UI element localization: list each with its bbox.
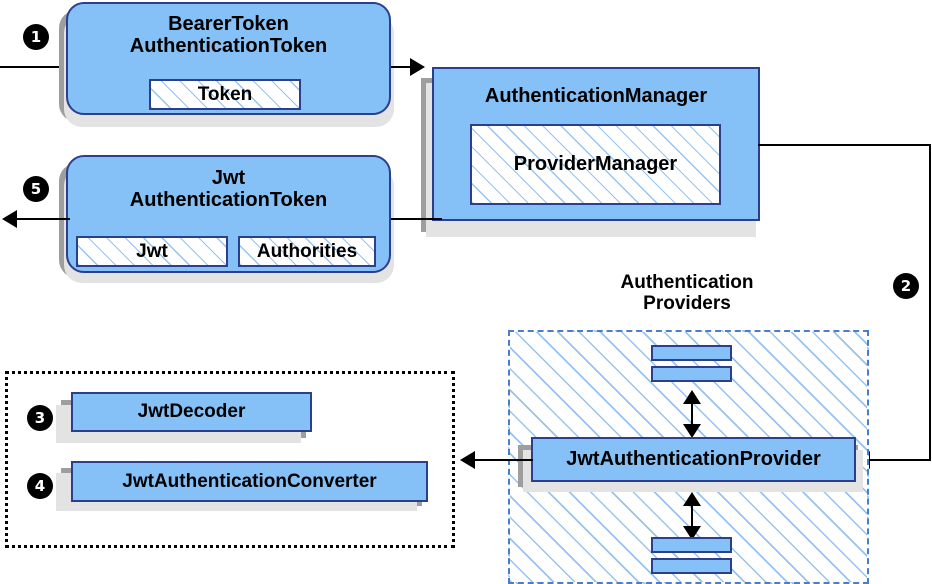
provider-stack-bar-top-1 xyxy=(651,345,732,361)
connector-bearer-to-manager xyxy=(391,66,415,68)
step-marker-3: 3 xyxy=(27,405,53,431)
providers-group-title: Authentication Providers xyxy=(620,271,754,314)
node-jwt-decoder[interactable] xyxy=(71,392,312,432)
connector-provider-link-top xyxy=(691,396,693,426)
connector-provider-link-bottom xyxy=(691,498,693,528)
step-marker-5: 5 xyxy=(23,176,49,202)
arrowhead-provider-link-bottom-down xyxy=(683,526,701,540)
authentication-manager-inner-provider-manager-box xyxy=(470,124,721,205)
node-jwt-authentication-converter[interactable] xyxy=(71,461,428,502)
provider-stack-bar-bottom-1 xyxy=(651,537,732,553)
jwt-token-inner-authorities-box xyxy=(238,236,376,267)
node-jwt-authentication-provider[interactable] xyxy=(531,437,856,482)
jwt-token-inner-jwt-box xyxy=(76,236,228,267)
step-marker-4: 4 xyxy=(27,473,53,499)
connector-into-provider xyxy=(869,459,931,461)
connector-manager-to-jwt-token xyxy=(391,218,442,220)
group-jwt-support xyxy=(5,371,455,548)
connector-response-out xyxy=(16,218,70,220)
arrowhead-response-out xyxy=(2,210,17,228)
connector-manager-out-right xyxy=(929,144,931,461)
provider-stack-bar-bottom-2 xyxy=(651,558,732,574)
bearer-token-inner-token-box xyxy=(149,79,301,110)
step-marker-2: 2 xyxy=(893,273,919,299)
provider-stack-bar-top-2 xyxy=(651,366,732,382)
arrowhead-provider-link-top-down xyxy=(683,424,701,438)
arrowhead-bearer-to-manager xyxy=(410,58,425,76)
step-marker-1: 1 xyxy=(23,24,49,50)
connector-request-in xyxy=(0,66,72,68)
connector-manager-out-top xyxy=(758,144,931,146)
arrowhead-provider-to-support xyxy=(460,451,475,469)
connector-provider-to-support xyxy=(475,459,533,461)
